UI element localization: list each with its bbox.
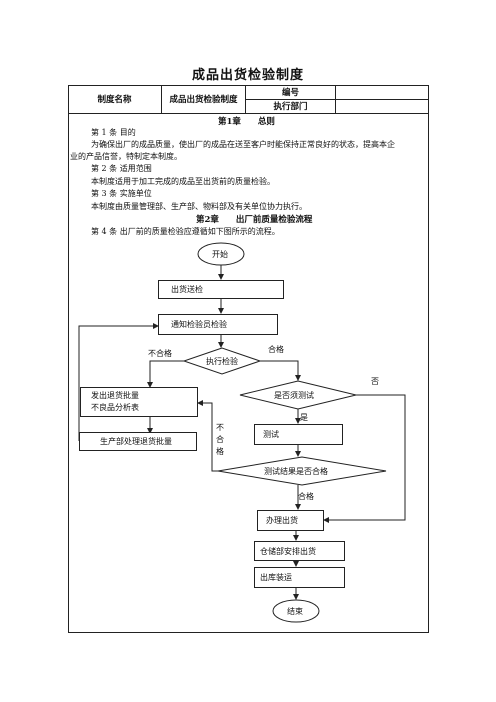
pass2-edge-label: 合格 <box>298 492 314 501</box>
end-label: 结束 <box>287 607 303 616</box>
notify-inspector-box: 通知检验员检验 <box>158 314 278 335</box>
notify-inspector-label: 通知检验员检验 <box>171 320 227 329</box>
article-3-body: 本制度由质量管理部、生产部、物料部及有关单位协力执行。 <box>91 202 307 211</box>
start-label: 开始 <box>212 250 228 259</box>
need-test-label: 是否须测试 <box>274 391 314 400</box>
fail-vertical-3: 格 <box>216 447 224 456</box>
no-edge-label: 否 <box>371 377 379 386</box>
yes-edge-label: 是 <box>300 413 308 422</box>
end-oval <box>272 599 320 623</box>
article-3-title: 第 3 条 实施单位 <box>91 189 152 198</box>
production-handle-label: 生产部处理退货批量 <box>100 437 172 446</box>
policy-name-label: 制度名称 <box>68 85 162 113</box>
header-mid-line <box>246 99 429 100</box>
article-1-body-line1: 为确保出厂的成品质量，使出厂的成品在送至客户时能保持正常良好的状态，提高本企 <box>91 140 395 149</box>
issue-form-line2: 不良品分析表 <box>91 403 139 412</box>
execute-diamond <box>182 347 262 375</box>
fail-edge-label: 不合格 <box>148 349 172 358</box>
test-result-diamond <box>217 456 387 486</box>
policy-name-value: 成品出货检验制度 <box>162 85 246 113</box>
chapter-2-heading: 第2章 出厂前质量检验流程 <box>196 215 313 225</box>
article-1-body-line2: 业的产品信誉，特制定本制度。 <box>70 152 182 161</box>
issue-return-form-box: 发出退货批量 不良品分析表 <box>80 387 198 417</box>
pass-edge-label: 合格 <box>268 345 284 354</box>
chapter-1-heading: 第1章 总则 <box>218 117 275 127</box>
article-2-body: 本制度适用于加工完成的成品至出货前的质量检验。 <box>91 177 275 186</box>
handle-shipment-box: 办理出货 <box>257 510 324 531</box>
ship-inspect-label: 出货送检 <box>171 285 203 294</box>
fail-vertical-1: 不 <box>216 423 224 432</box>
production-handle-box: 生产部处理退货批量 <box>79 432 197 451</box>
warehouse-arrange-label: 仓储部安排出货 <box>260 546 316 556</box>
handle-shipment-label: 办理出货 <box>266 516 298 525</box>
execute-label: 执行检验 <box>206 357 238 366</box>
ship-inspect-box: 出货送检 <box>158 280 284 299</box>
code-label: 编号 <box>246 85 336 99</box>
article-2-title: 第 2 条 适用范围 <box>91 164 152 173</box>
fail-vertical-2: 合 <box>216 435 224 444</box>
test-label: 测试 <box>263 430 279 439</box>
article-4-text: 第 4 条 出厂前的质量检验应遵循如下图所示的流程。 <box>91 227 280 236</box>
loading-box: 出库装运 <box>254 567 345 588</box>
dept-label: 执行部门 <box>246 99 336 113</box>
header-bottom-line <box>68 113 429 114</box>
article-1-title: 第 1 条 目的 <box>91 128 136 137</box>
issue-form-line1: 发出退货批量 <box>91 391 139 400</box>
warehouse-arrange-box: 仓储部安排出货 <box>254 541 345 561</box>
test-result-label: 测试结果是否合格 <box>264 467 328 476</box>
test-box: 测试 <box>254 424 343 445</box>
loading-label: 出库装运 <box>260 573 292 582</box>
document-frame <box>68 85 429 633</box>
document-title: 成品出货检验制度 <box>191 68 304 83</box>
header-table: 制度名称 成品出货检验制度 编号 执行部门 <box>68 85 429 113</box>
